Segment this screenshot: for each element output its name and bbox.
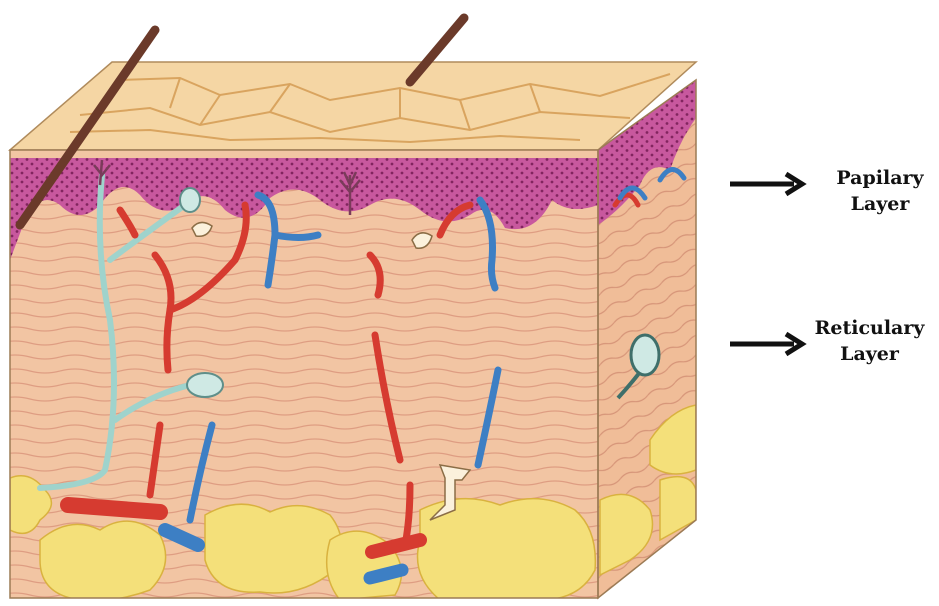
- right-arrow-icon: [728, 330, 808, 358]
- papillary-layer-label: Papilary Layer: [820, 165, 939, 217]
- front-face: [10, 150, 598, 600]
- artery-trunk: [68, 505, 160, 512]
- reticular-label-line2: Layer: [800, 341, 939, 367]
- right-arrow-icon: [728, 170, 808, 198]
- papillary-label-line1: Papilary: [820, 165, 939, 191]
- side-face: [598, 80, 696, 598]
- reticular-layer-label: Reticulary Layer: [800, 315, 939, 367]
- reticular-label-line1: Reticulary: [800, 315, 939, 341]
- papillary-label-line2: Layer: [820, 191, 939, 217]
- epidermis-surface: [10, 62, 696, 158]
